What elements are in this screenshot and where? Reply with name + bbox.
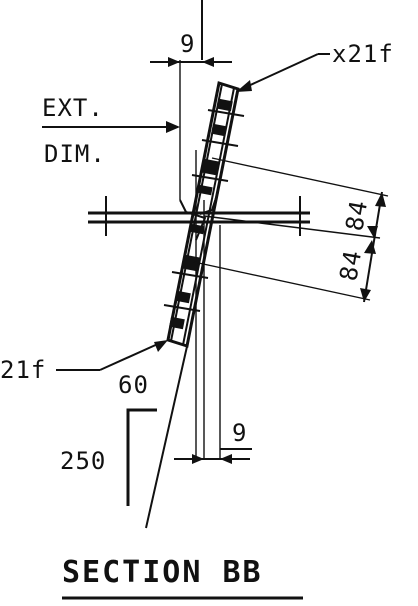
weld-symbol: 60 250 [60,341,189,529]
plate-bottom-label: 21f [0,356,46,384]
inclined-plate [163,81,245,348]
top-offset-dimension: 9 [150,30,232,67]
dim-lower-label: 84 [334,248,367,283]
dimension-labels: 84 84 [334,198,373,283]
dim-upper-label: 84 [340,198,373,233]
section-title: SECTION BB [62,555,303,600]
weld-length-label: 250 [60,447,106,475]
ext-label: EXT. [42,94,104,122]
section-title-text: SECTION BB [62,555,263,590]
perpendicular-dimensions [193,157,389,303]
bottom-offset-dimension: 9 [174,419,252,464]
bottom-offset-label: 9 [232,419,247,447]
horizontal-flange [88,196,310,236]
ext-dim-annotation: EXT. DIM. [42,94,180,168]
dim-label: DIM. [44,140,106,168]
weld-leg-label: 60 [118,371,149,399]
plate-top-leader: x21f [236,40,394,92]
plate-bottom-leader: 21f [0,340,168,384]
plate-top-label: x21f [332,40,394,68]
top-offset-label: 9 [180,30,195,58]
